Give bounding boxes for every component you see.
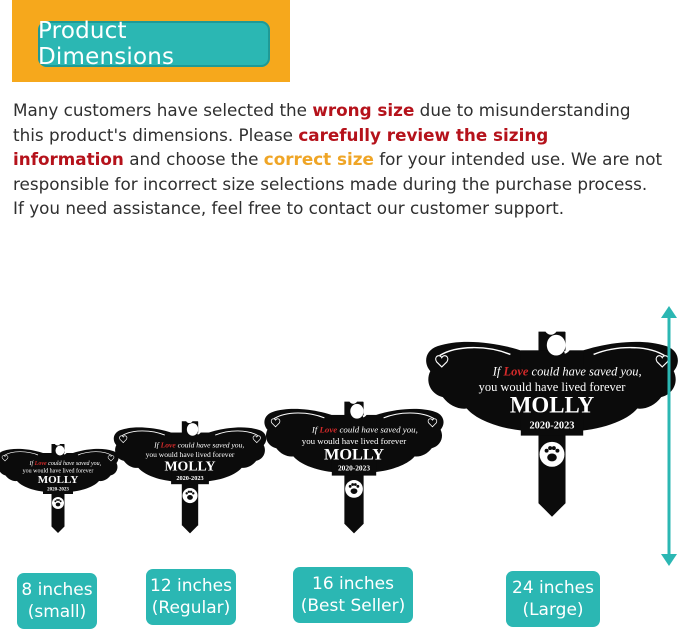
plaque-love-text: Love [502, 364, 528, 378]
size-value: 16 inches [312, 574, 394, 594]
plaque-love-text: Love [318, 425, 337, 435]
size-tag: (Regular) [151, 598, 231, 618]
intro-paragraph: Many customers have selected the wrong s… [13, 98, 663, 221]
plaque-years-text: 2020-2023 [176, 475, 203, 482]
plaque-line1-text: could have saved you, [339, 425, 417, 435]
size-value: 24 inches [512, 578, 594, 598]
plaque-name-text: MOLLY [164, 458, 215, 473]
svg-text:If Love could have saved you,: If Love could have saved you, [311, 425, 418, 435]
svg-text:If Love could have saved you,: If Love could have saved you, [492, 364, 642, 378]
size-label-16: 16 inches (Best Seller) [293, 567, 413, 623]
plaque-line2-text: you would have lived forever [302, 436, 407, 446]
svg-text:If Love could have saved you,: If Love could have saved you, [153, 441, 244, 450]
size-tag: (Large) [522, 600, 584, 620]
plaque-name-text: MOLLY [38, 474, 79, 486]
plaque-if-text: If [29, 460, 35, 467]
plaque-if-text: If [153, 441, 160, 450]
plaque-16-inch: If Love could have saved you, you would … [263, 389, 445, 535]
intro-correct-size: correct size [263, 149, 374, 169]
intro-text-4: for your intended use. We are not respon… [13, 149, 663, 218]
plaque-years-text: 2020-2023 [47, 488, 69, 493]
plaque-24-inch: If Love could have saved you, you would … [424, 314, 679, 519]
plaque-line1-text: could have saved you, [48, 461, 101, 467]
size-label-8: 8 inches (small) [17, 573, 97, 629]
intro-text-2: due to misunderstanding this product's d… [13, 100, 631, 145]
svg-text:If Love could have saved you,: If Love could have saved you, [29, 460, 102, 467]
height-arrow-icon [661, 306, 677, 566]
size-value: 8 inches [21, 580, 93, 600]
intro-text-3: and choose the [123, 149, 264, 169]
plaque-love-text: Love [160, 441, 177, 450]
plaque-name-text: MOLLY [510, 393, 595, 418]
plaque-name-text: MOLLY [324, 444, 384, 463]
size-value: 12 inches [150, 576, 232, 596]
plaque-years-text: 2020-2023 [338, 463, 370, 472]
intro-wrong-size: wrong size [312, 100, 415, 120]
plaque-years-text: 2020-2023 [529, 420, 574, 431]
plaque-love-text: Love [34, 461, 47, 467]
plaque-line1-text: could have saved you, [178, 441, 245, 450]
size-tag: (small) [27, 602, 87, 622]
product-size-illustration: If Love could have saved you, you would … [0, 306, 679, 566]
intro-text-1: Many customers have selected the [13, 100, 313, 120]
page-title: Product Dimensions [38, 18, 270, 70]
size-tag: (Best Seller) [300, 596, 406, 616]
size-label-12: 12 inches (Regular) [146, 569, 236, 625]
size-label-24: 24 inches (Large) [506, 571, 600, 627]
plaque-line2-text: you would have lived forever [23, 468, 94, 475]
plaque-8-inch: If Love could have saved you, you would … [0, 435, 120, 534]
intro-review: carefully review the sizing information [13, 124, 549, 170]
plaque-line2-text: you would have lived forever [146, 450, 235, 459]
plaque-12-inch: If Love could have saved you, you would … [112, 410, 268, 535]
header-banner: Product Dimensions [12, 0, 290, 82]
plaque-line1-text: could have saved you, [532, 364, 642, 378]
plaque-if-text: If [311, 425, 319, 435]
plaque-if-text: If [492, 364, 502, 378]
plaque-line2-text: you would have lived forever [479, 380, 627, 394]
